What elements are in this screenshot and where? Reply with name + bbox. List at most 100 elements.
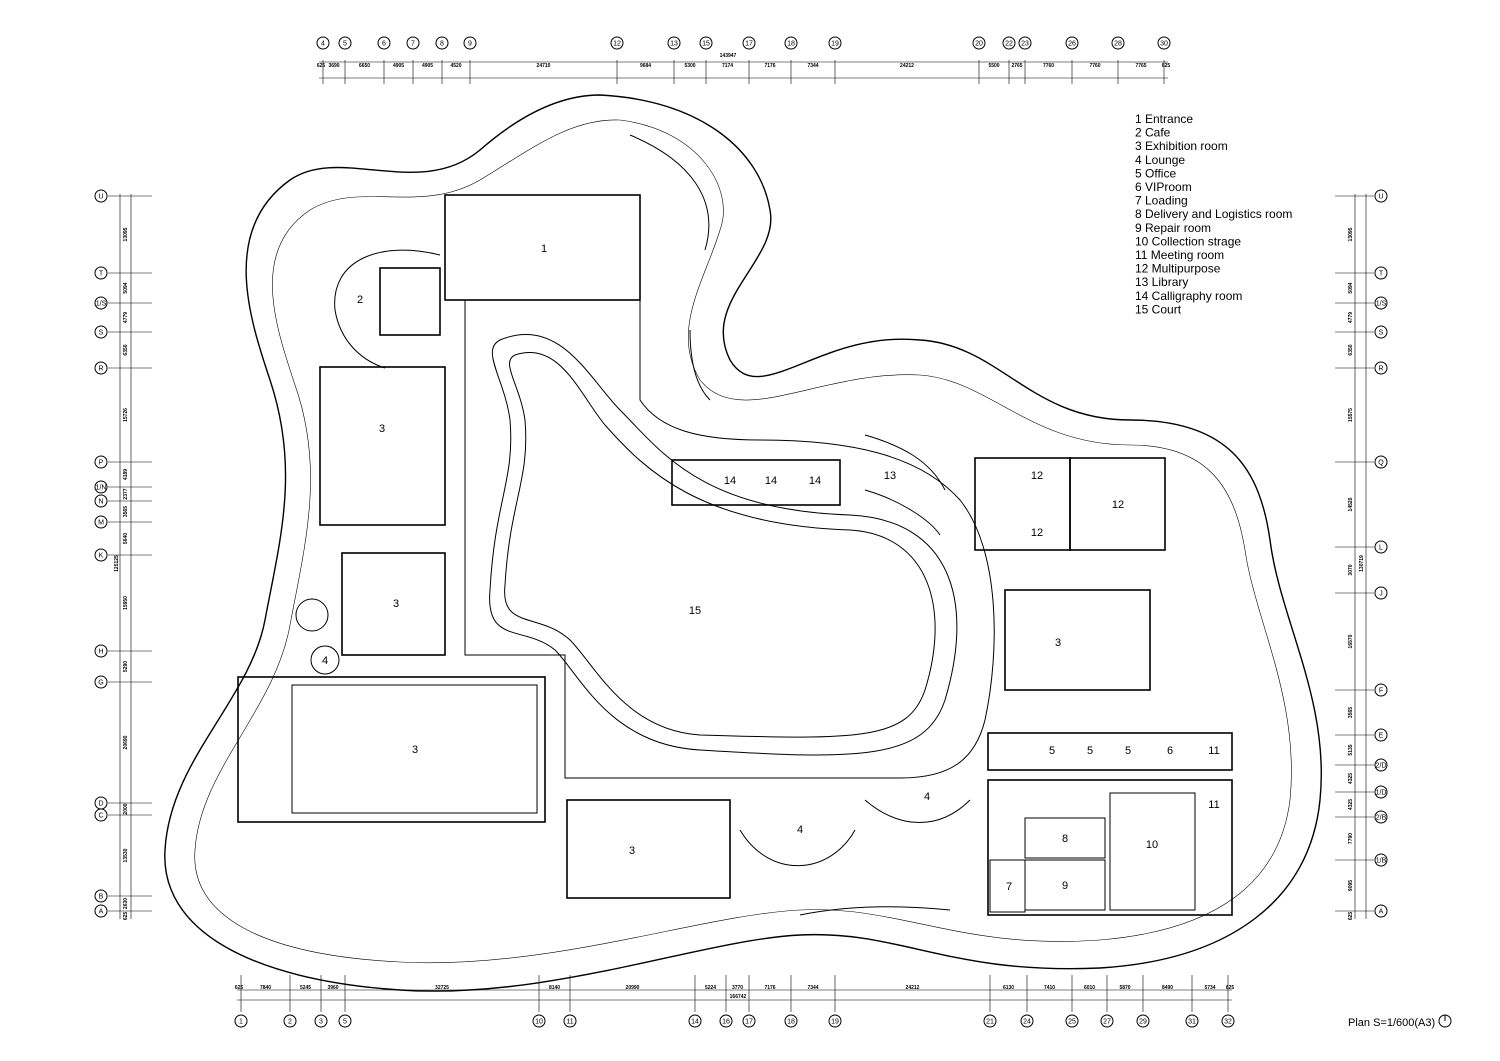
lounge-curve [864,799,971,823]
grid-bubble [1221,1014,1235,1028]
grid-bubble [784,36,798,50]
inner-path-line [194,119,1292,964]
grid-label: S [1379,329,1384,336]
curved-wall [629,134,710,251]
dimension-value: 625 [235,985,244,991]
dimension-value: 24212 [906,985,920,991]
dimension-value: 3960 [327,985,338,991]
grid-label: 10 [535,1018,543,1025]
grid-bubble [94,266,108,280]
grid-bubble [1374,325,1388,339]
dimension-value: 5135 [1348,744,1354,755]
grid-bubble [699,36,713,50]
dimension-total: 125125 [114,555,120,572]
dimension-value: 15726 [123,408,129,422]
grid-label: 25 [1068,1018,1076,1025]
grid-label: J [1379,590,1383,597]
dimension-value: 625 [1162,63,1171,69]
grid-label: U [1378,193,1383,200]
dimension-value: 625 [1226,985,1235,991]
legend-item: 10 Collection strage [1135,234,1241,248]
grid-label: 28 [1114,40,1122,47]
grid-bubble [406,36,420,50]
grid-label: 14 [691,1018,699,1025]
grid-bubble [94,480,108,494]
grid-label: P [99,459,104,466]
grid-bubble [828,1014,842,1028]
legend-item: 9 Repair room [1135,221,1211,235]
grid-bubble [1374,540,1388,554]
dimension-value: 7174 [722,63,733,69]
legend-item: 15 Court [1135,302,1182,316]
grid-bubble [1136,1014,1150,1028]
library-curve [864,489,941,536]
grid-label: 1 [239,1018,243,1025]
dimension-value: 6650 [359,63,370,69]
grid-label: 9 [468,40,472,47]
grid-label: R [1378,365,1383,372]
grid-bubble [316,36,330,50]
legend-item: 8 Delivery and Logistics room [1135,207,1292,221]
grid-label: 29 [1139,1018,1147,1025]
dimension-value: 9095 [1348,880,1354,891]
grid-bubble [1065,1014,1079,1028]
dimension-value: 6010 [1084,985,1095,991]
grid-bubble [1374,266,1388,280]
court-path-inner [504,352,936,738]
room-label-meeting: 11 [1208,745,1219,757]
grid-bubble [1374,296,1388,310]
room-label-cafe: 2 [357,294,363,306]
dimension-value: 2630 [123,898,129,909]
legend-item: 13 Library [1135,275,1188,289]
room-label-multipurpose: 12 [1031,527,1043,539]
room-label-library: 13 [884,470,896,482]
grid-label: 19 [831,1018,839,1025]
room-label-repair: 9 [1062,880,1068,892]
grid-label: 20 [975,40,983,47]
loading-room [989,859,1026,913]
dimension-value: 7344 [807,63,818,69]
grid-label: 21 [986,1018,994,1025]
grid-bubble [94,515,108,529]
grid-bubble [1002,36,1016,50]
cafe-kitchen [379,267,441,336]
grid-label: 23 [1021,40,1029,47]
grid-bubble [1185,1014,1199,1028]
room-label-exhibition: 3 [379,423,385,435]
lounge-curve [739,829,856,867]
room-label-loading: 7 [1006,881,1012,893]
room-label-exhibition: 3 [629,845,635,857]
grid-bubble [1374,189,1388,203]
grid-label: 17 [745,1018,753,1025]
grid-bubble [972,36,986,50]
library-curve [864,434,946,491]
grid-bubble [1374,586,1388,600]
dimension-value: 6130 [1003,985,1014,991]
dimension-value: 6350 [123,344,129,355]
dimension-value: 4905 [422,63,433,69]
exhibition-room-b [341,552,446,656]
grid-bubble [94,189,108,203]
lounge-round-wall [295,598,329,632]
room-label-exhibition: 3 [1055,637,1061,649]
dimension-value: 7760 [1089,63,1100,69]
dimension-value: 9684 [640,63,651,69]
grid-label: 4 [321,40,325,47]
dimension-value: 4779 [1348,312,1354,323]
grid-bubble [1374,455,1388,469]
exhibition-room-e [1004,589,1151,691]
dimension-value: 3070 [1348,564,1354,575]
dimension-value: 20690 [123,735,129,749]
grid-label: 5 [343,40,347,47]
grid-label: T [1379,270,1384,277]
room-label-exhibition: 3 [412,744,418,756]
grid-bubble [742,36,756,50]
grid-bubble [667,36,681,50]
grid-bubble [338,36,352,50]
court-path-outer [489,333,958,756]
grid-bubble [463,36,477,50]
exhibition-room-d [566,799,731,899]
room-label-lounge: 4 [322,655,328,667]
